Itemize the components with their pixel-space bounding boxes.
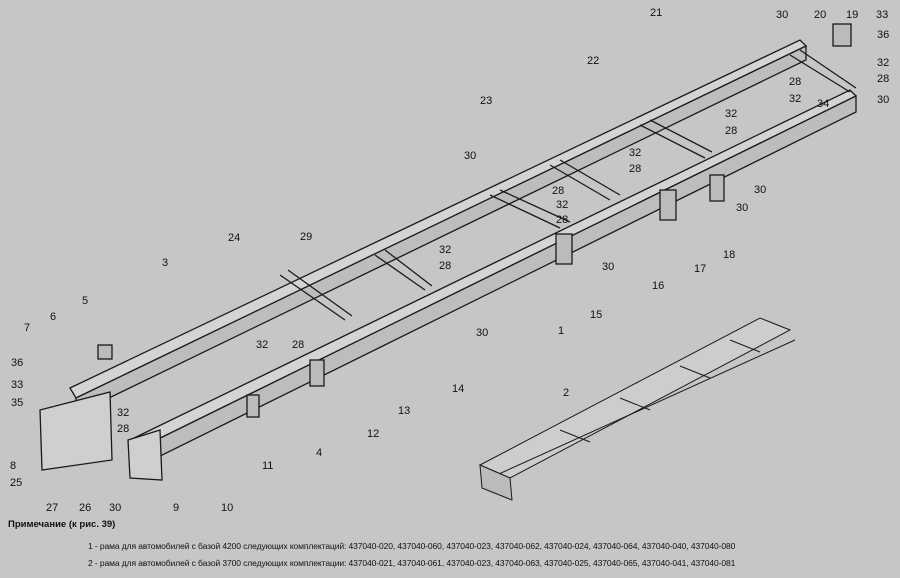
callout-21: 21 bbox=[650, 7, 662, 19]
callout-28: 28 bbox=[552, 185, 564, 197]
callout-28: 28 bbox=[789, 76, 801, 88]
callout-32: 32 bbox=[256, 339, 268, 351]
callout-30: 30 bbox=[464, 150, 476, 162]
callout-20: 20 bbox=[814, 9, 826, 21]
callout-34: 34 bbox=[817, 98, 829, 110]
callout-14: 14 bbox=[452, 383, 464, 395]
callout-32: 32 bbox=[877, 57, 889, 69]
small-frame-assembly bbox=[478, 317, 796, 501]
callout-16: 16 bbox=[652, 280, 664, 292]
callout-9: 9 bbox=[173, 502, 179, 514]
callout-8: 8 bbox=[10, 460, 16, 472]
main-frame-assembly bbox=[39, 23, 858, 481]
callout-5: 5 bbox=[82, 295, 88, 307]
callout-32: 32 bbox=[439, 244, 451, 256]
callout-13: 13 bbox=[398, 405, 410, 417]
callout-28: 28 bbox=[629, 163, 641, 175]
callout-28: 28 bbox=[439, 260, 451, 272]
callout-32: 32 bbox=[725, 108, 737, 120]
callout-28: 28 bbox=[292, 339, 304, 351]
callout-30: 30 bbox=[754, 184, 766, 196]
callout-30: 30 bbox=[602, 261, 614, 273]
callout-30: 30 bbox=[877, 94, 889, 106]
callout-33: 33 bbox=[11, 379, 23, 391]
callout-33: 33 bbox=[876, 9, 888, 21]
callout-1: 1 bbox=[558, 325, 564, 337]
callout-36: 36 bbox=[877, 29, 889, 41]
callout-22: 22 bbox=[587, 55, 599, 67]
callout-28: 28 bbox=[556, 214, 568, 226]
callout-27: 27 bbox=[46, 502, 58, 514]
callout-25: 25 bbox=[10, 477, 22, 489]
callout-29: 29 bbox=[300, 231, 312, 243]
callout-28: 28 bbox=[725, 125, 737, 137]
callout-28: 28 bbox=[117, 423, 129, 435]
note-item-2: 2 - рама для автомобилей с базой 3700 сл… bbox=[88, 558, 736, 568]
callout-10: 10 bbox=[221, 502, 233, 514]
callout-30: 30 bbox=[476, 327, 488, 339]
callout-7: 7 bbox=[24, 322, 30, 334]
callout-28: 28 bbox=[877, 73, 889, 85]
callout-32: 32 bbox=[629, 147, 641, 159]
callout-32: 32 bbox=[556, 199, 568, 211]
callout-30: 30 bbox=[776, 9, 788, 21]
callout-4: 4 bbox=[316, 447, 322, 459]
callout-3: 3 bbox=[162, 257, 168, 269]
callout-19: 19 bbox=[846, 9, 858, 21]
callout-35: 35 bbox=[11, 397, 23, 409]
callout-15: 15 bbox=[590, 309, 602, 321]
callout-18: 18 bbox=[723, 249, 735, 261]
callout-2: 2 bbox=[563, 387, 569, 399]
callout-30: 30 bbox=[109, 502, 121, 514]
callout-32: 32 bbox=[117, 407, 129, 419]
callout-12: 12 bbox=[367, 428, 379, 440]
callout-17: 17 bbox=[694, 263, 706, 275]
callout-30: 30 bbox=[736, 202, 748, 214]
callout-6: 6 bbox=[50, 311, 56, 323]
callout-11: 11 bbox=[262, 460, 273, 472]
callout-36: 36 bbox=[11, 357, 23, 369]
note-item-1: 1 - рама для автомобилей с базой 4200 сл… bbox=[88, 541, 736, 551]
callout-26: 26 bbox=[79, 502, 91, 514]
callout-24: 24 bbox=[228, 232, 240, 244]
callout-32: 32 bbox=[789, 93, 801, 105]
callout-23: 23 bbox=[480, 95, 492, 107]
note-title: Примечание (к рис. 39) bbox=[8, 519, 116, 530]
